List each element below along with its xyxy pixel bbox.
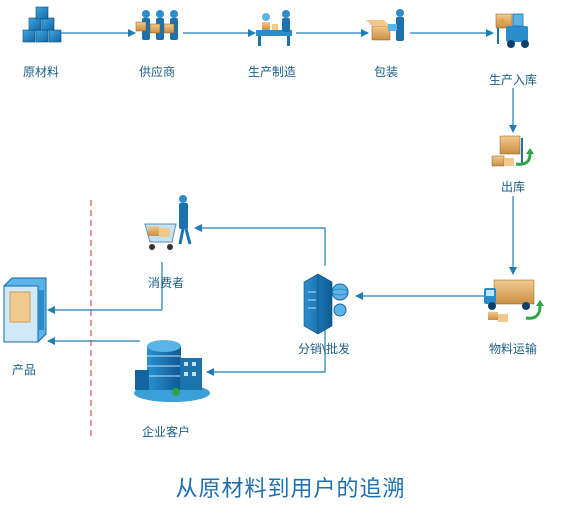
logistics-icon [484, 279, 544, 322]
connector-distribution-to-enterprise [206, 330, 326, 376]
node-label-warehouse-out: 出库 [500, 180, 526, 194]
manufacturing-icon [256, 10, 292, 46]
node-label-manufacturing: 生产制造 [247, 65, 297, 79]
node-label-product: 产品 [11, 363, 37, 377]
supplier-icon [135, 10, 178, 40]
node-label-consumer: 消费者 [147, 276, 185, 290]
node-label-logistics: 物料运输 [488, 342, 538, 356]
packaging-icon [366, 9, 404, 41]
product-icon [3, 277, 47, 343]
node-label-packaging: 包装 [373, 65, 399, 79]
distribution-icon [303, 273, 349, 335]
consumer-icon [144, 195, 192, 250]
raw-material-icon [22, 6, 62, 43]
node-label-enterprise: 企业客户 [141, 425, 191, 439]
node-label-distribution: 分销\批发 [297, 342, 351, 356]
warehouse-out-icon [491, 135, 534, 167]
diagram-title: 从原材料到用户的追溯 [175, 477, 406, 502]
node-label-supplier: 供应商 [138, 65, 176, 79]
enterprise-icon [134, 340, 210, 402]
flow-connectors [47, 29, 517, 376]
connector-distribution-to-consumer [194, 224, 326, 266]
node-label-warehouse-in: 生产入库 [488, 73, 538, 87]
warehouse-in-icon [495, 13, 529, 48]
node-label-raw-material: 原材料 [22, 65, 60, 79]
